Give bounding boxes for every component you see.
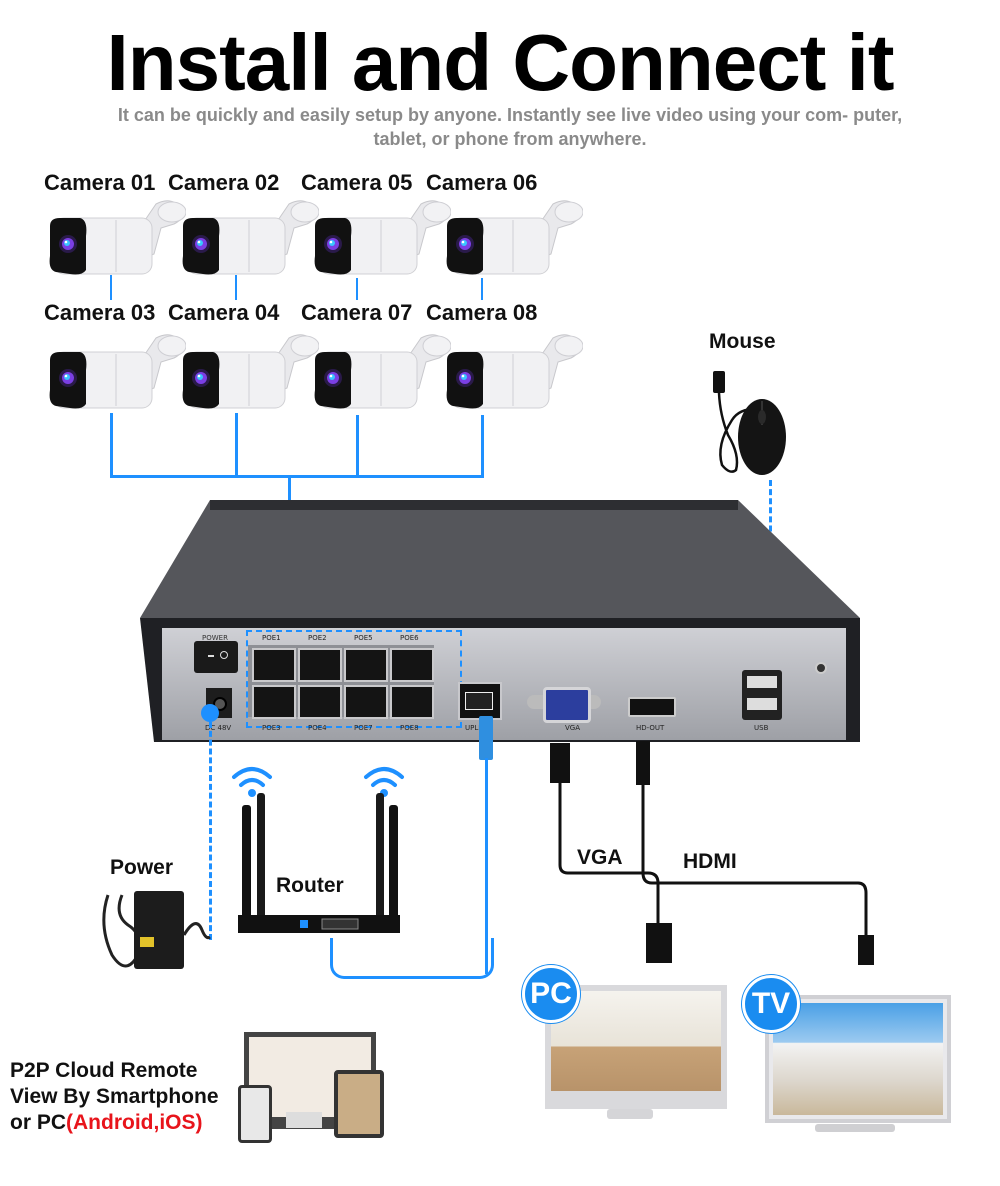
camera-label: Camera 02 [168,170,280,195]
pc-badge: PC [522,965,580,1023]
vga-cable-label: VGA [577,846,623,869]
cable [481,278,483,300]
poe-port[interactable] [344,685,388,719]
rj45-plug-icon [479,716,493,760]
camera-label: Camera 07 [301,300,413,325]
camera-label: Camera 06 [426,170,538,195]
poe-port-group [246,630,462,728]
monitor-stand [607,1109,653,1119]
camera-label: Camera 03 [44,300,156,325]
uplink-port[interactable] [458,682,502,720]
poe-port-label: POE7 [354,724,373,732]
poe-port-label: POE6 [400,634,419,642]
hdmi-label: HD-OUT [636,724,665,732]
poe-port-label: POE4 [308,724,327,732]
usb-ports[interactable] [742,670,782,720]
power-adapter-icon [102,891,211,969]
power-label: Power [110,856,174,879]
camera-icon [182,200,319,275]
camera-icon [446,334,583,409]
cable [110,413,113,478]
camera-label: Camera 04 [168,300,280,325]
poe-port[interactable] [252,685,296,719]
mouse-label: Mouse [709,330,776,353]
p2p-line1: P2P Cloud Remote [10,1059,198,1082]
hdmi-cable-label: HDMI [683,850,737,873]
router-icon [232,767,404,933]
cable [485,758,488,974]
video-cables [550,741,874,965]
power-switch-label: POWER [202,634,228,642]
cable [110,275,112,300]
poe-port-label: POE1 [262,634,281,642]
audio-jack [815,662,827,674]
camera-icon [314,334,451,409]
cable [481,415,484,478]
camera-label: Camera 01 [44,170,156,195]
camera-icon [314,200,451,275]
cable [235,413,238,478]
poe-port[interactable] [344,648,388,682]
smartphone-device [238,1085,272,1143]
tv-badge: TV [742,975,800,1033]
poe-port[interactable] [390,685,434,719]
desktop-stand [286,1112,322,1128]
camera-label: Camera 05 [301,170,413,195]
tv-screen [765,995,951,1123]
poe-port[interactable] [252,648,296,682]
cable [356,415,359,478]
tablet-device [334,1070,384,1138]
router-label: Router [276,874,344,897]
platform-highlight: (Android,iOS) [66,1111,203,1134]
p2p-line3: or PC(Android,iOS) [10,1110,219,1136]
p2p-line2: View By Smartphone [10,1085,219,1108]
mouse-icon [713,371,786,475]
uplink-label: UPLINK [465,724,491,732]
camera-icon [446,200,583,275]
poe-port-label: POE8 [400,724,419,732]
poe-port-label: POE3 [262,724,281,732]
poe-port-label: POE5 [354,634,373,642]
dc-label: DC 48V [205,724,232,732]
power-dashed-link [209,722,212,940]
vga-port[interactable] [527,687,601,723]
poe-port[interactable] [390,648,434,682]
cable [356,278,358,300]
poe-port-label: POE2 [308,634,327,642]
page-title: Install and Connect it [106,18,895,107]
power-switch[interactable] [194,641,238,673]
usb-label: USB [754,724,769,732]
page-subtitle: It can be quickly and easily setup by an… [117,105,903,149]
connection-dot [201,704,219,722]
poe-port[interactable] [298,648,342,682]
cable-bus [110,475,484,478]
p2p-line3-prefix: or PC [10,1111,67,1134]
cable [330,938,494,979]
tv-stand [815,1124,895,1132]
camera-icon [182,334,319,409]
p2p-description: P2P Cloud Remote View By Smartphone or P… [10,1058,219,1136]
camera-label: Camera 08 [426,300,538,325]
hdmi-port[interactable] [628,697,676,717]
vga-label: VGA [565,724,581,732]
cable [235,275,237,300]
poe-port[interactable] [298,685,342,719]
camera-icon [49,200,186,275]
camera-icon [49,334,186,409]
